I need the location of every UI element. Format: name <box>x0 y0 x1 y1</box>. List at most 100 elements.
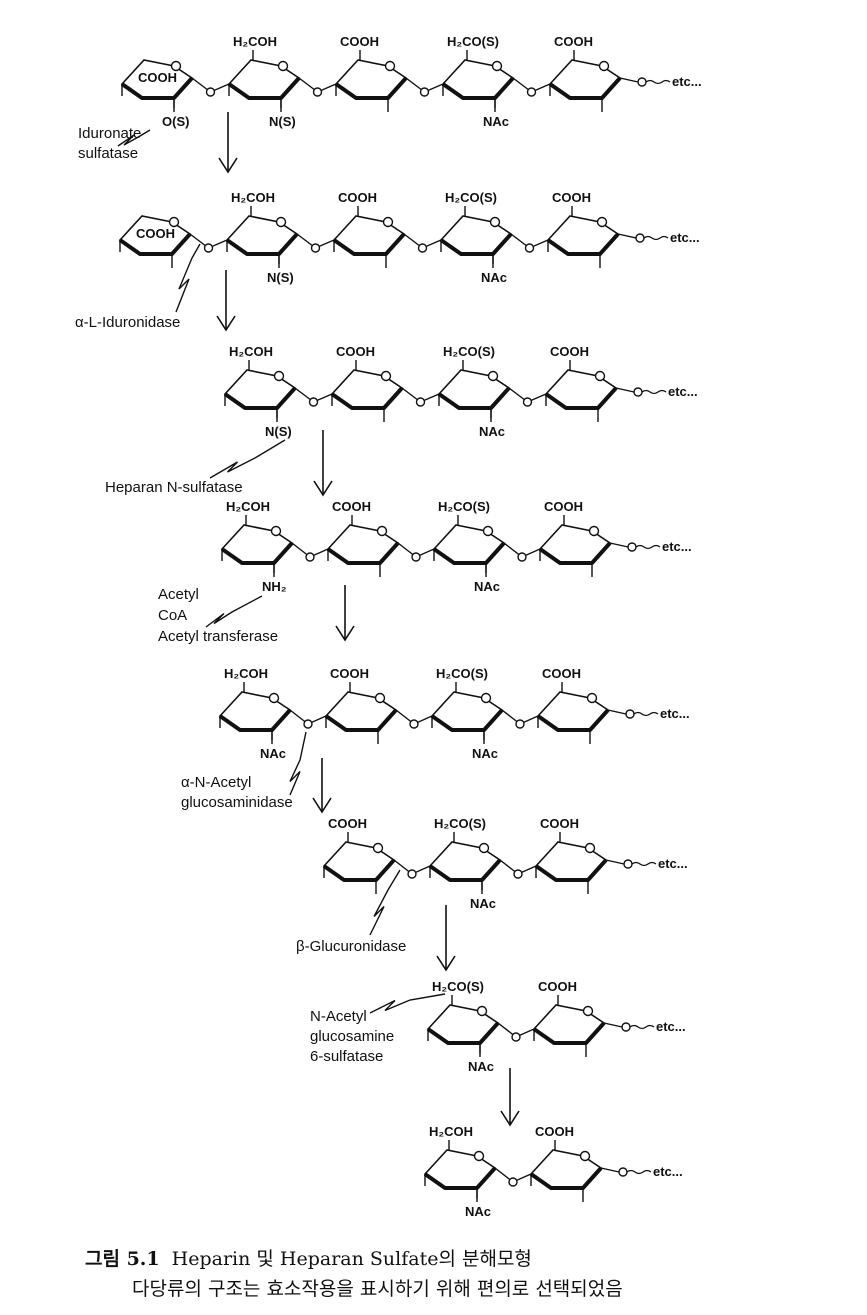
substituent-top-label: H₂CO(S) <box>443 344 495 359</box>
enzyme-label-line: glucosaminidase <box>181 794 293 811</box>
substituent-top-label: COOH <box>544 499 583 514</box>
enzyme-label-line: α-N-Acetyl <box>181 774 251 791</box>
glycosidic-oxygen <box>419 87 430 97</box>
glycosidic-oxygen <box>522 397 533 407</box>
glucosamine-ring: H₂CO(S)NAc <box>437 344 511 439</box>
etc-label: etc... <box>660 706 690 721</box>
chain-continuation <box>643 235 669 241</box>
substituent-top-label: COOH <box>332 499 371 514</box>
substituent-bottom-label: NAc <box>472 746 498 761</box>
figure-number: 그림 5.1 <box>85 1248 160 1270</box>
substituent-top-label: COOH <box>328 816 367 831</box>
substituent-top-label: COOH <box>138 70 177 85</box>
figure-subtitle: 다당류의 구조는 효소작용을 표시하기 위해 편의로 선택되었음 <box>132 1278 623 1300</box>
substituent-top-label: COOH <box>330 666 369 681</box>
uronate-ring: COOH <box>324 666 398 744</box>
substituent-top-label: COOH <box>538 979 577 994</box>
chain-continuation <box>631 861 657 867</box>
substituent-bottom-label: NAc <box>481 270 507 285</box>
glycosidic-oxygen <box>417 243 428 253</box>
substituent-bottom-label: N(S) <box>269 114 296 129</box>
etc-label: etc... <box>658 856 688 871</box>
substituent-top-label: H₂CO(S) <box>447 34 499 49</box>
glucosamine-ring: H₂CO(S) NAc <box>441 34 515 129</box>
uronate-ring: COOH <box>546 190 620 268</box>
uronate-ring: COOH <box>536 666 610 744</box>
substituent-bottom-label: NAc <box>465 1204 491 1219</box>
uronate-ring: COOH <box>544 344 618 422</box>
uronate-ring: COOH <box>532 979 606 1057</box>
substituent-top-label: COOH <box>552 190 591 205</box>
glucosamine-ring: H₂CO(S) NAc <box>430 666 504 761</box>
substituent-top-label: COOH <box>336 344 375 359</box>
glycosidic-oxygen <box>303 719 313 729</box>
glycosidic-oxygen <box>513 869 523 879</box>
substituent-bottom-label: NAc <box>468 1059 494 1074</box>
etc-label: etc... <box>662 539 692 554</box>
enzyme-action-arrow <box>209 439 286 479</box>
uronate-ring: COOH <box>548 34 622 112</box>
substituent-bottom-label: N(S) <box>265 424 292 439</box>
glucosamine-ring: H₂COH N(S) <box>225 190 299 285</box>
enzyme-label-line: Iduronate <box>78 125 141 142</box>
etc-label: etc... <box>668 384 698 399</box>
enzyme-action-arrow <box>369 993 446 1014</box>
chain-row-7: H₂CO(S)NAcCOOHetc... <box>426 979 686 1074</box>
substituent-top-label: COOH <box>542 666 581 681</box>
glycosidic-oxygen <box>511 1032 521 1042</box>
substituent-bottom-label: NAc <box>470 896 496 911</box>
enzyme-label-line: β-Glucuronidase <box>296 938 406 955</box>
enzyme-label: β-Glucuronidase <box>296 869 406 955</box>
enzyme-action-arrow <box>289 731 307 796</box>
substituent-top-label: H₂COH <box>233 34 277 49</box>
glycosidic-oxygen <box>515 719 525 729</box>
enzyme-action-arrow <box>117 129 151 147</box>
substituent-bottom-label: NAc <box>474 579 500 594</box>
glucosamine-ring: H₂COH N(S) <box>227 34 301 129</box>
substituent-top-label: H₂CO(S) <box>434 816 486 831</box>
substituent-top-label: H₂CO(S) <box>432 979 484 994</box>
glycosidic-oxygen <box>517 552 527 562</box>
reaction-arrowhead <box>436 955 456 972</box>
enzyme-label: α-L-Iduronidase <box>75 243 201 331</box>
substituent-top-label: COOH <box>340 34 379 49</box>
substituent-top-label: COOH <box>554 34 593 49</box>
substituent-bottom-label: NAc <box>483 114 509 129</box>
uronate-ring: COOH <box>326 499 400 577</box>
etc-label: etc... <box>672 74 702 89</box>
reaction-arrowhead <box>312 797 332 814</box>
enzyme-label-line: N-Acetyl <box>310 1008 367 1025</box>
enzyme-label: Heparan N-sulfatase <box>105 439 286 496</box>
glucosamine-ring: H₂CO(S)NAc <box>439 190 513 285</box>
reaction-arrowhead <box>500 1110 520 1127</box>
glycosidic-oxygen <box>411 552 421 562</box>
enzyme-action-arrow <box>205 595 263 628</box>
enzyme-label-line: CoA <box>158 607 187 624</box>
chain-continuation <box>645 79 671 85</box>
chain-continuation <box>641 389 667 395</box>
glycosidic-oxygen <box>526 87 537 97</box>
enzyme-label-line: Heparan N-sulfatase <box>105 479 243 496</box>
substituent-top-label: H₂COH <box>231 190 275 205</box>
uronate-ring: COOH <box>332 190 406 268</box>
substituent-bottom-label: N(S) <box>267 270 294 285</box>
enzyme-label-line: Acetyl <box>158 586 199 603</box>
substituent-bottom-label: NAc <box>260 746 286 761</box>
glycosidic-oxygen <box>205 87 216 97</box>
substituent-top-label: H₂CO(S) <box>436 666 488 681</box>
reaction-arrowhead <box>335 625 355 642</box>
chain-row-8: H₂COHNAcCOOHetc... <box>423 1124 683 1219</box>
